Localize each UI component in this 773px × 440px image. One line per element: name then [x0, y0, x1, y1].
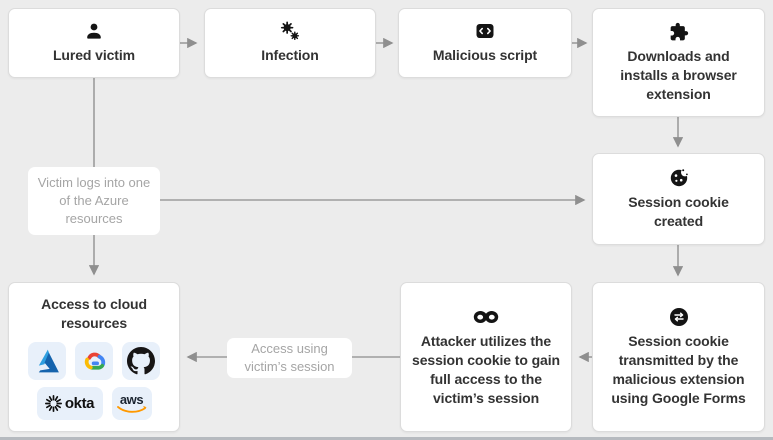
code-icon	[475, 21, 495, 41]
node-lured-victim: Lured victim	[8, 8, 180, 78]
okta-wordmark: okta	[64, 395, 95, 412]
bottom-window-edge	[0, 437, 773, 440]
edge-label-access-session: Access using victim’s session	[227, 338, 352, 378]
mask-icon	[473, 307, 499, 327]
person-icon	[84, 21, 104, 41]
node-session-cookie-created: Session cookie created	[592, 153, 765, 245]
node-access-cloud-resources: Access to cloud resources	[8, 282, 180, 432]
github-logo	[122, 342, 160, 380]
node-label: Access to cloud resources	[41, 296, 147, 331]
node-malicious-script: Malicious script	[398, 8, 572, 78]
node-label: Lured victim	[52, 47, 136, 63]
aws-wordmark: aws	[119, 391, 144, 407]
cloud-logo-row	[28, 342, 160, 380]
okta-logo: okta	[36, 387, 103, 420]
node-attacker-utilizes: Attacker utilizes the session cookie to …	[400, 282, 572, 432]
virus-icon	[280, 20, 301, 41]
node-cookie-transmitted: Session cookie transmitted by the malici…	[592, 282, 765, 432]
google-cloud-logo	[75, 342, 113, 380]
node-infection: Infection	[204, 8, 376, 78]
edge-label-text: Victim logs into one of the Azure resour…	[37, 175, 151, 226]
node-downloads-extension: Downloads and installs a browser extensi…	[592, 8, 765, 117]
node-label: Session cookie transmitted by the malici…	[611, 332, 746, 406]
node-label: Infection	[261, 47, 319, 63]
edge-label-victim-login: Victim logs into one of the Azure resour…	[28, 167, 160, 235]
aws-logo: aws	[111, 387, 152, 420]
edge-label-text: Access using victim’s session	[244, 341, 335, 374]
node-label: Downloads and installs a browser extensi…	[620, 47, 737, 102]
node-label: Attacker utilizes the session cookie to …	[412, 332, 560, 406]
node-label: Malicious script	[432, 47, 538, 63]
cookie-icon	[669, 167, 689, 188]
node-label: Session cookie created	[628, 193, 729, 229]
puzzle-icon	[669, 22, 689, 42]
transfer-icon	[669, 307, 689, 327]
cloud-logo-row: okta aws	[36, 387, 152, 420]
azure-logo	[28, 342, 66, 380]
